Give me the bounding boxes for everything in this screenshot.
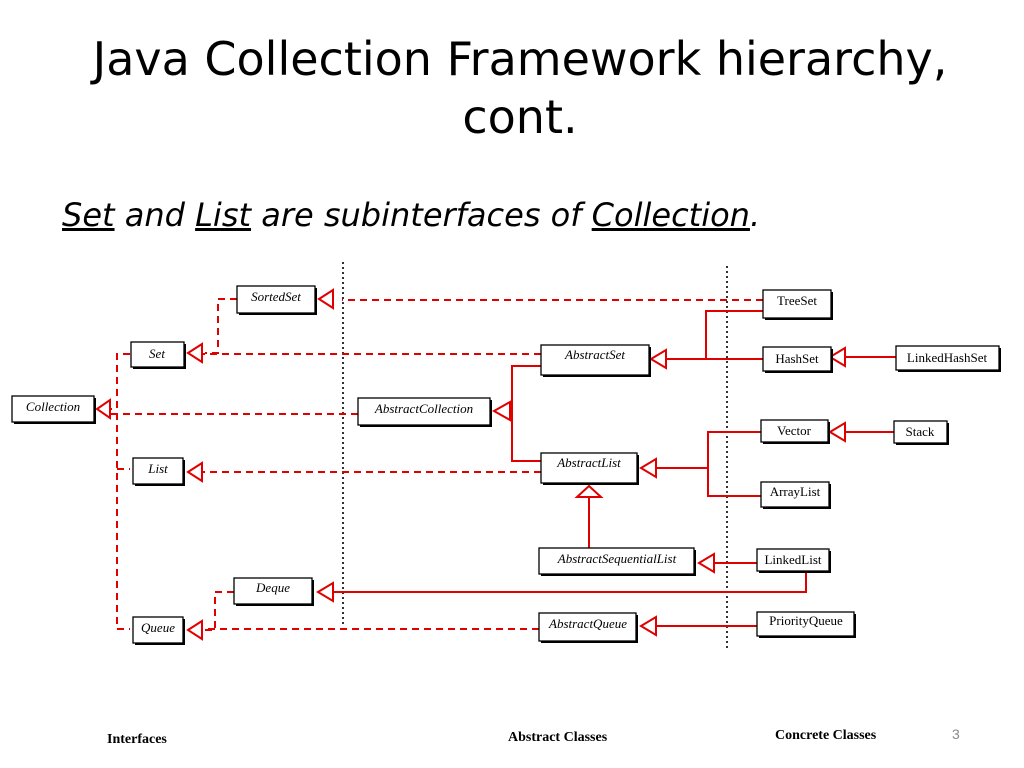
node-abstractsequentiallist: AbstractSequentialList	[538, 547, 696, 576]
arrowhead-abstractcollection	[491, 400, 511, 422]
node-hashset-label: HashSet	[775, 351, 819, 366]
node-arraylist-label: ArrayList	[770, 484, 821, 499]
node-stack: Stack	[893, 420, 949, 445]
subtitle-text-2: are subinterfaces of	[251, 196, 592, 234]
node-abstractlist: AbstractList	[540, 452, 639, 485]
node-queue: Queue	[132, 616, 185, 645]
node-treeset-label: TreeSet	[777, 293, 817, 308]
node-sortedset: SortedSet	[236, 285, 317, 315]
arrowhead-queue	[186, 619, 203, 641]
arrowhead-abstractset	[649, 348, 667, 370]
node-list: List	[132, 457, 185, 486]
node-priorityqueue: PriorityQueue	[756, 611, 856, 638]
node-treeset: TreeSet	[762, 289, 833, 320]
subtitle-text-3: .	[749, 196, 761, 234]
arrowhead-abstractlist	[639, 457, 657, 479]
edge-deque-queue	[203, 591, 234, 631]
node-linkedhashset: LinkedHashSet	[895, 345, 1001, 372]
arrowhead-abstractqueue	[639, 615, 657, 637]
edge-treeset-hashset-trunk	[705, 310, 763, 360]
edge-linkedlist-deque	[333, 573, 807, 593]
node-abstractsequentiallist-label: AbstractSequentialList	[557, 551, 677, 566]
arrowhead-hashset	[828, 346, 846, 368]
arrowhead-deque	[316, 581, 334, 603]
subtitle-collection: Collection	[591, 196, 750, 234]
caption-concrete-classes: Concrete Classes	[775, 728, 877, 743]
node-linkedlist-label: LinkedList	[764, 552, 821, 567]
node-linkedlist: LinkedList	[756, 548, 831, 573]
arrowhead-set	[186, 342, 203, 364]
title-line-2: cont.	[462, 90, 578, 144]
edge-interfaces-trunk	[116, 353, 130, 630]
arrowhead-vector	[828, 421, 846, 443]
node-abstractqueue-label: AbstractQueue	[548, 616, 627, 631]
node-deque: Deque	[233, 577, 314, 606]
node-arraylist: ArrayList	[760, 481, 831, 509]
node-list-label: List	[147, 461, 168, 476]
node-collection-label: Collection	[26, 399, 80, 414]
node-deque-label: Deque	[255, 580, 290, 595]
node-abstractlist-label: AbstractList	[556, 455, 621, 470]
caption-abstract-classes: Abstract Classes	[508, 730, 608, 745]
node-abstractset-label: AbstractSet	[564, 347, 625, 362]
arrowhead-abstractsequentiallist	[697, 552, 715, 574]
edge-abstract-trunk	[511, 365, 541, 462]
subtitle: Set and List are subinterfaces of Collec…	[62, 196, 760, 234]
caption-interfaces: Interfaces	[107, 732, 167, 747]
node-hashset: HashSet	[762, 346, 833, 373]
arrowhead-abstractlist-up	[574, 484, 604, 498]
page-number: 3	[952, 726, 960, 742]
node-abstractcollection: AbstractCollection	[357, 397, 492, 427]
node-abstractcollection-label: AbstractCollection	[374, 401, 473, 416]
node-stack-label: Stack	[906, 424, 935, 439]
node-queue-label: Queue	[141, 620, 175, 635]
title-line-1: Java Collection Framework hierarchy,	[92, 32, 948, 86]
edge-vector-arraylist-trunk	[707, 431, 761, 497]
node-abstractqueue: AbstractQueue	[538, 612, 638, 643]
subtitle-text-1: and	[114, 196, 196, 234]
node-abstractset: AbstractSet	[540, 344, 651, 377]
arrowhead-sortedset	[317, 288, 334, 310]
arrowhead-collection	[95, 398, 111, 420]
node-priorityqueue-label: PriorityQueue	[769, 613, 843, 628]
edge-sortedset-set	[205, 298, 237, 354]
subtitle-set: Set	[62, 196, 115, 234]
arrowhead-list	[186, 461, 203, 483]
node-set-label: Set	[149, 346, 165, 361]
node-linkedhashset-label: LinkedHashSet	[907, 350, 988, 365]
node-vector-label: Vector	[777, 423, 812, 438]
node-set: Set	[130, 341, 186, 369]
slide-title: Java Collection Framework hierarchy, con…	[60, 30, 980, 146]
node-sortedset-label: SortedSet	[251, 289, 301, 304]
node-collection: Collection	[11, 395, 96, 424]
subtitle-list: List	[195, 196, 252, 234]
node-vector: Vector	[760, 419, 830, 444]
